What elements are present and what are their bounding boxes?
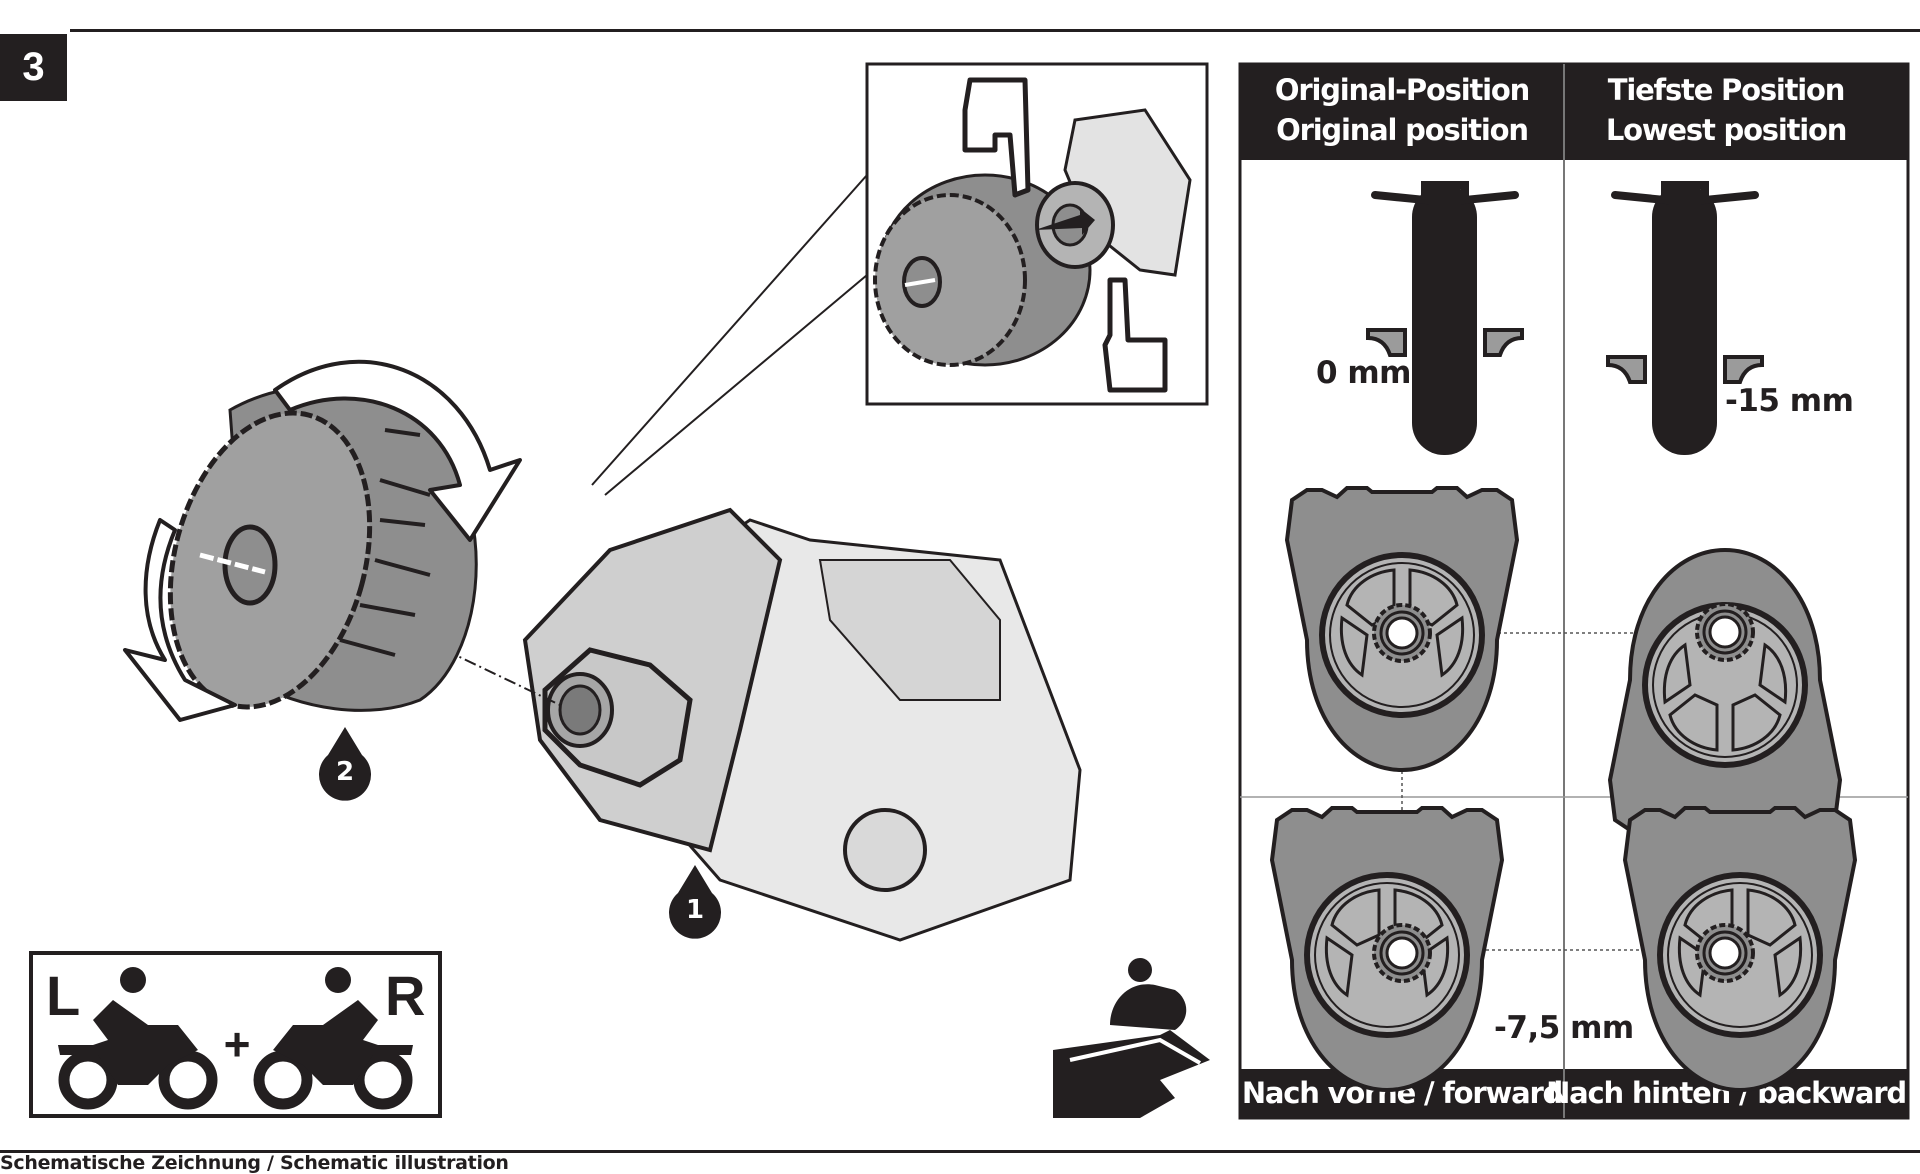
- position-table: Original-Position Original position Tief…: [1238, 62, 1910, 1120]
- side-indicator-panel: L R +: [29, 951, 442, 1118]
- right-side-label: R: [385, 964, 425, 1027]
- step-number-badge: 3: [0, 34, 67, 101]
- svg-text:2: 2: [336, 757, 354, 787]
- svg-text:1: 1: [686, 895, 704, 925]
- rotate-arrow-clockwise-icon: [273, 359, 522, 542]
- callout-part-2: 2: [319, 727, 372, 801]
- top-divider: [70, 29, 1920, 32]
- header-original-en: Original position: [1276, 113, 1528, 147]
- detail-inset: [591, 62, 1209, 496]
- step-number: 3: [22, 45, 45, 89]
- rotate-arrow-counterclockwise-icon: [123, 518, 237, 722]
- inset-adjuster-nut: [1035, 181, 1115, 269]
- header-lowest-de: Tiefste Position: [1608, 73, 1844, 107]
- hand-pointing-up-icon: [1102, 277, 1168, 393]
- header-original-de: Original-Position: [1275, 73, 1529, 107]
- adjuster-nut: [542, 647, 693, 788]
- ramp-motorcycle-icon: [1053, 958, 1210, 1118]
- header-lowest-en: Lowest position: [1606, 113, 1846, 147]
- plus-sign: +: [224, 1018, 251, 1070]
- front-view-lowest: [1606, 181, 1764, 455]
- measurement-intermediate: -7,5 mm: [1494, 1010, 1634, 1046]
- hand-pointing-down-icon: [962, 77, 1031, 198]
- callout-part-1: 1: [669, 865, 721, 939]
- front-view-original: [1366, 181, 1524, 455]
- measurement-original: 0 mm: [1316, 355, 1411, 391]
- left-side-label: L: [46, 964, 80, 1027]
- measurement-lowest: -15 mm: [1725, 383, 1853, 419]
- figure-caption: Schematische Zeichnung / Schematic illus…: [0, 1152, 509, 1174]
- insert-arrow-icon: [1035, 208, 1095, 235]
- adjustment-knob: [167, 384, 478, 712]
- bottom-divider: [0, 1150, 1920, 1153]
